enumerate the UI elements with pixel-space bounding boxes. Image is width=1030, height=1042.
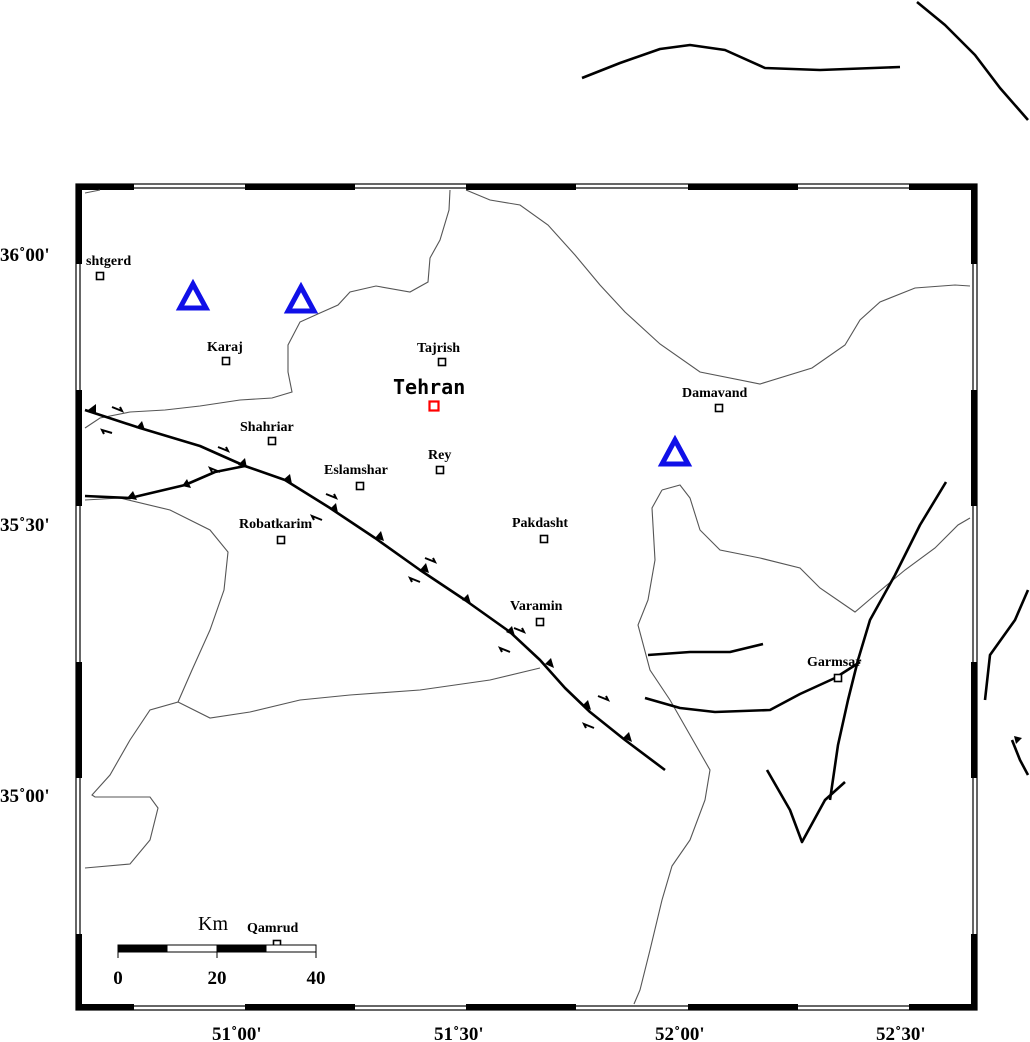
longitude-label: 51˚30' (434, 1024, 484, 1042)
capital-label: Tehran (393, 375, 465, 399)
station-triangle-icon[interactable] (657, 434, 693, 467)
scale-bar: Km 0 20 40 (113, 913, 325, 989)
latitude-labels: 36˚00' 35˚30' 35˚00' (0, 245, 50, 807)
longitude-label: 52˚30' (876, 1024, 926, 1042)
branch-thrust-fault (84, 464, 246, 500)
city-label: Qamrud (247, 921, 299, 936)
city-label: Tajrish (417, 341, 460, 356)
city-label: Rey (428, 448, 451, 463)
city-label: Karaj (207, 340, 243, 355)
city-label: Garmsar (807, 655, 861, 670)
city-robatkarim[interactable]: Robatkarim (239, 517, 312, 545)
city-damavand[interactable]: Damavand (682, 386, 748, 413)
map-frame (75, 183, 978, 1011)
city-karaj[interactable]: Karaj (207, 340, 243, 366)
city-marker-icon[interactable] (833, 673, 843, 683)
scale-unit: Km (198, 913, 228, 935)
city-marker-icon[interactable] (535, 617, 545, 627)
capital-marker[interactable] (428, 400, 440, 412)
longitude-label: 52˚00' (655, 1024, 705, 1042)
city-marker-icon[interactable] (435, 465, 445, 475)
city-label: Pakdasht (512, 516, 568, 531)
city-marker-icon[interactable] (276, 535, 286, 545)
city-label: Varamin (510, 599, 563, 614)
thrust-teeth (88, 404, 1022, 744)
city-marker-icon[interactable] (355, 481, 365, 491)
city-shahriar[interactable]: Shahriar (240, 420, 294, 446)
scale-tick-label: 40 (307, 968, 326, 989)
scale-tick-label: 0 (113, 968, 123, 989)
city-garmsar[interactable]: Garmsar (807, 655, 861, 683)
city-eslamshar[interactable]: Eslamshar (324, 463, 388, 491)
city-marker-icon[interactable] (267, 436, 277, 446)
latitude-label: 35˚30' (0, 515, 50, 536)
city-label: Damavand (682, 386, 748, 401)
city-marker-icon[interactable] (539, 534, 549, 544)
latitude-label: 36˚00' (0, 245, 50, 266)
city-rey[interactable]: Rey (428, 448, 451, 475)
city-pakdasht[interactable]: Pakdasht (512, 516, 568, 544)
latitude-label: 35˚00' (0, 786, 50, 807)
station-triangle-icon[interactable] (283, 281, 319, 314)
city-varamin[interactable]: Varamin (510, 599, 563, 627)
city-marker-icon[interactable] (95, 271, 105, 281)
longitude-labels: 51˚00' 51˚30' 52˚00' 52˚30' (212, 1024, 926, 1042)
strike-slip-arrows (100, 406, 611, 729)
province-boundaries (84, 189, 971, 1005)
city-label: Shahriar (240, 420, 294, 435)
seismic-stations (175, 278, 693, 467)
scale-tick-label: 20 (208, 968, 227, 989)
city-marker-icon[interactable] (437, 357, 447, 367)
city-hashtgerd[interactable]: shtgerd (86, 254, 131, 281)
capital-tehran[interactable]: Tehran (393, 375, 465, 412)
city-label: Eslamshar (324, 463, 388, 478)
city-label: shtgerd (86, 254, 131, 269)
city-label: Robatkarim (239, 517, 312, 532)
longitude-label: 51˚00' (212, 1024, 262, 1042)
city-marker-icon[interactable] (221, 356, 231, 366)
city-marker-icon[interactable] (714, 403, 724, 413)
city-qamrud[interactable]: Qamrud (247, 921, 299, 949)
city-tajrish[interactable]: Tajrish (417, 341, 460, 367)
station-triangle-icon[interactable] (175, 278, 211, 311)
